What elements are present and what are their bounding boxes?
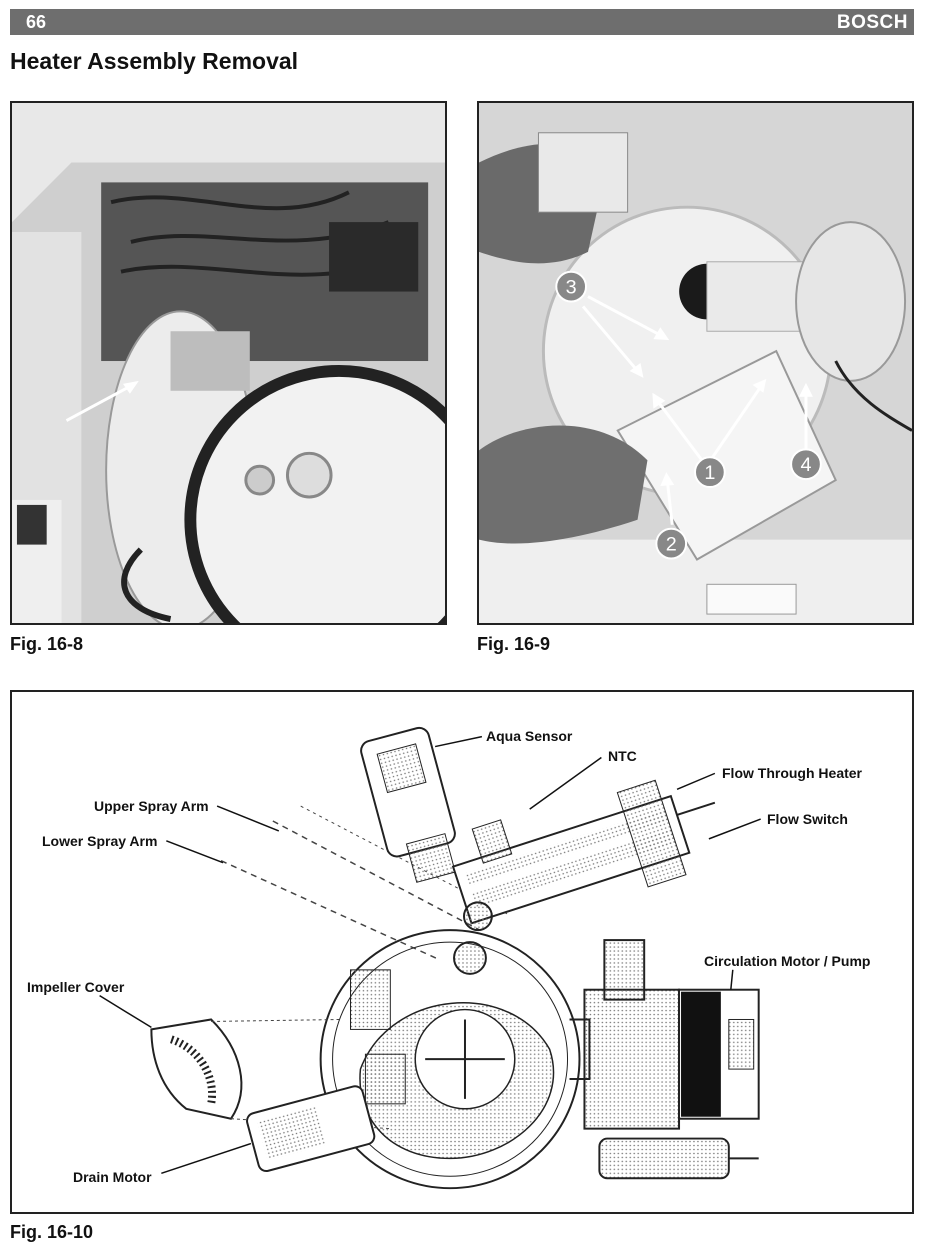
section-title: Heater Assembly Removal: [10, 48, 299, 74]
brand-logo: BOSCH: [836, 12, 908, 33]
label-ntc: NTC: [608, 748, 637, 764]
label-impeller-cover: Impeller Cover: [27, 979, 125, 995]
photo-fig-16-9: 3 1 2 4: [477, 101, 914, 625]
callout-1: 1: [704, 462, 715, 484]
figure-caption: Fig. 16-10: [10, 1222, 94, 1242]
figure-caption: Fig. 16-8: [10, 634, 84, 654]
label-upper-spray-arm: Upper Spray Arm: [94, 798, 209, 814]
label-flow-through-heater: Flow Through Heater: [722, 765, 862, 781]
label-drain-motor: Drain Motor: [73, 1169, 152, 1185]
label-circulation-motor-pump: Circulation Motor / Pump: [704, 953, 871, 969]
label-flow-switch: Flow Switch: [767, 811, 848, 827]
callout-4: 4: [800, 454, 811, 476]
page-number: 66: [26, 12, 47, 32]
label-lower-spray-arm: Lower Spray Arm: [42, 833, 158, 849]
figure-caption: Fig. 16-9: [477, 634, 551, 654]
label-aqua-sensor: Aqua Sensor: [486, 728, 573, 744]
callout-3: 3: [566, 277, 577, 299]
exploded-diagram-fig-16-10: Aqua Sensor NTC Flow Through Heater Flow…: [10, 690, 914, 1214]
callout-2: 2: [666, 534, 677, 556]
header-bar: 66 BOSCH: [10, 9, 914, 35]
photo-fig-16-8: [10, 101, 447, 625]
